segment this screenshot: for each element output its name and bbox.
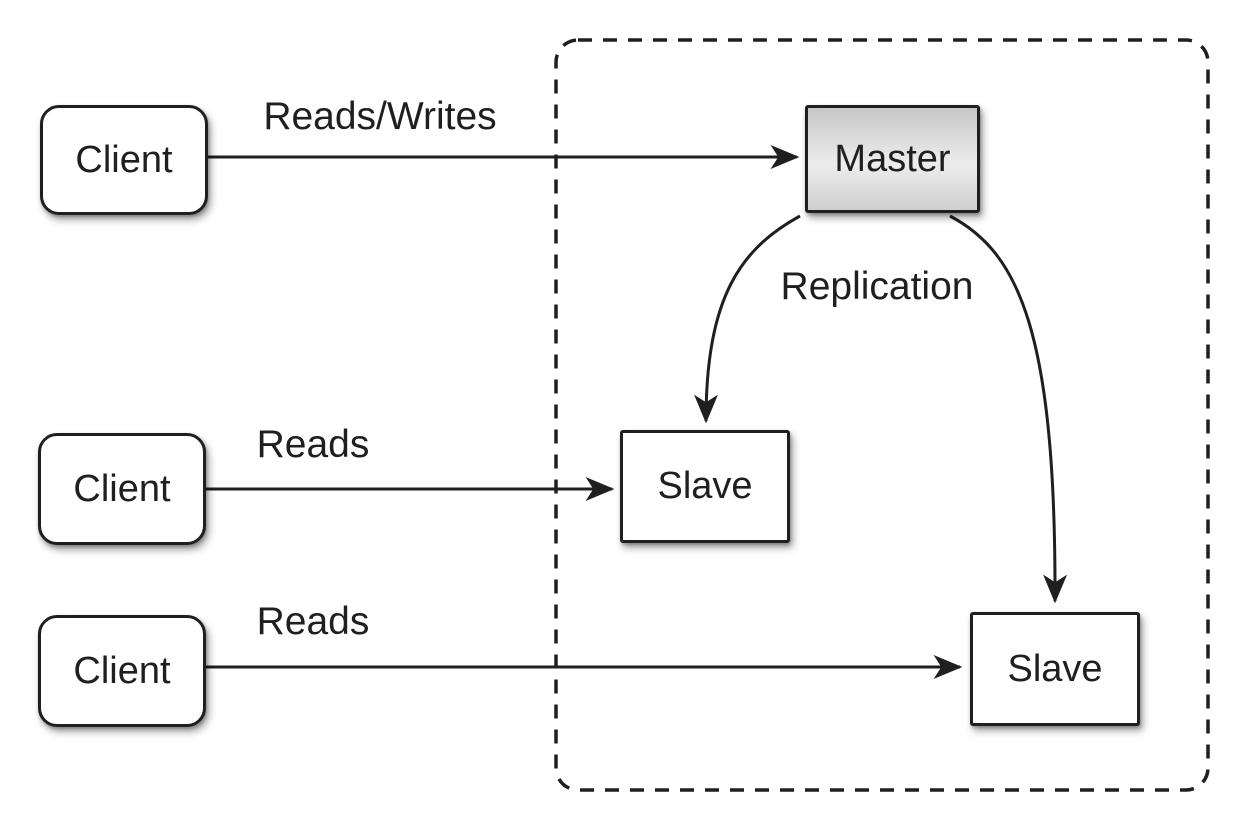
client-2-label: Client <box>73 467 171 510</box>
reads-edge-label-2: Reads <box>256 600 370 643</box>
slave-1-label: Slave <box>657 465 753 507</box>
replication-edge-label: Replication <box>780 265 974 308</box>
client-2-node: Client <box>38 433 206 545</box>
reads-edge-label-1: Reads <box>256 423 370 466</box>
slave-2-node: Slave <box>970 612 1140 726</box>
master-label: Master <box>834 137 951 180</box>
slave-1-node: Slave <box>620 430 790 543</box>
client-3-node: Client <box>38 615 206 727</box>
edge-master-to-slave2-replication <box>949 214 1068 604</box>
replication-boundary-box <box>554 38 1210 792</box>
edge-master-to-slave1-replication <box>694 214 801 424</box>
master-node: Master <box>805 105 980 213</box>
client-1-node: Client <box>40 105 208 215</box>
client-3-label: Client <box>73 649 171 692</box>
reads-writes-edge-label: Reads/Writes <box>263 95 497 138</box>
slave-2-label: Slave <box>1007 647 1103 690</box>
client-1-label: Client <box>75 138 173 181</box>
